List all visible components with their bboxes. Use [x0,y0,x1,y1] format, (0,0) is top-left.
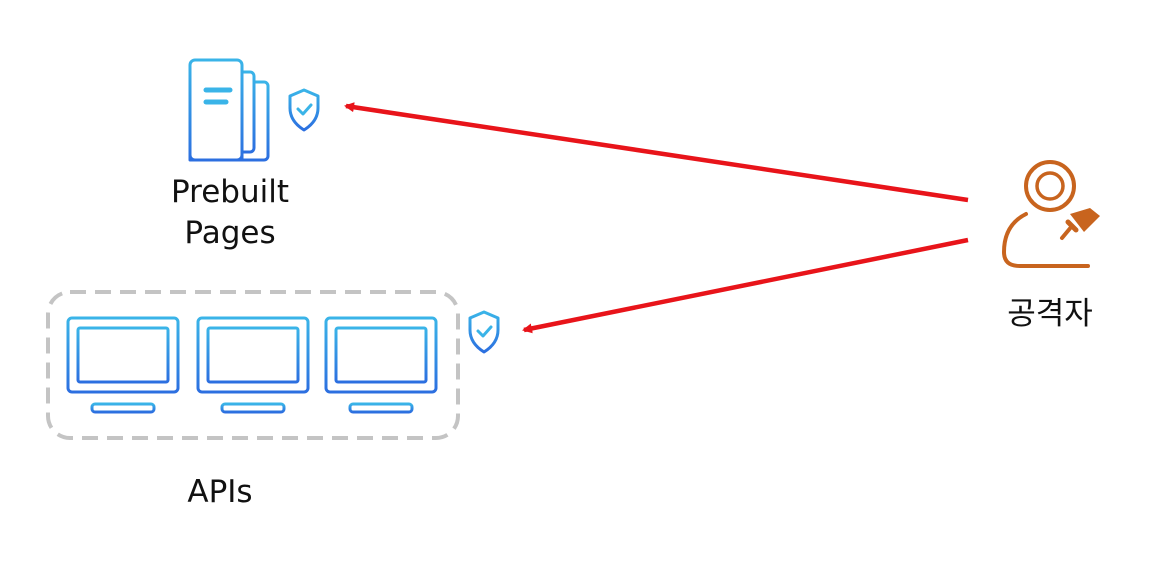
arrow-to-apis [522,237,969,334]
document-pages-icon [188,58,270,162]
prebuilt-label-line1: Prebuilt [171,174,289,210]
monitor-icon [66,316,180,414]
attacker-label: 공격자 [1007,296,1093,332]
apis-shield-icon [468,310,500,354]
monitor-icon [324,316,438,414]
apis-label: APIs [187,474,253,510]
attacker-sword-icon [1002,160,1100,268]
prebuilt-pages-label: Prebuilt Pages [120,172,340,254]
monitor-icon [196,316,310,414]
pages-shield-icon [288,88,320,132]
prebuilt-label-line2: Pages [184,215,276,251]
apis-group-border [46,290,460,440]
arrow-to-prebuilt-pages [344,102,969,203]
